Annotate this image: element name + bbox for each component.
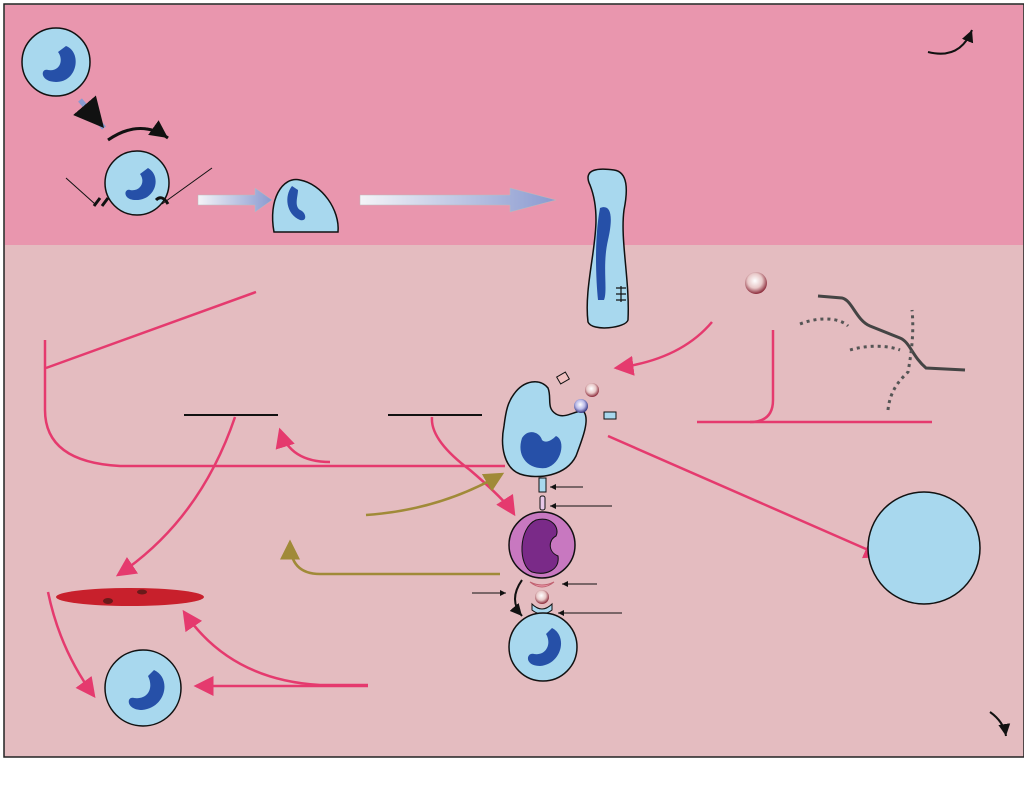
macrophage-cell xyxy=(501,381,587,478)
ldlm-bound-particle xyxy=(574,399,588,413)
th1-cell xyxy=(508,511,576,579)
tnf-to-mcsf-arrow xyxy=(115,416,237,577)
cpa-cell xyxy=(508,612,578,682)
cd4-curved-arrow xyxy=(509,579,523,617)
vla4-pointer xyxy=(161,167,213,205)
cd40l-receptor-icon xyxy=(539,495,546,511)
ldlox-to-cd36-arrow xyxy=(613,321,713,376)
antigen-peptide xyxy=(535,590,549,604)
monocyte-cell xyxy=(21,27,91,97)
macrophage-to-foam-cell-arrow xyxy=(607,434,885,559)
rolling-monocyte-cell xyxy=(104,150,170,216)
ifng-to-macrophage-arrow xyxy=(365,472,505,517)
foam-cell xyxy=(867,491,981,605)
il1b-monocyte-cell xyxy=(104,649,182,727)
adhesion-molecule-pathway xyxy=(43,340,505,468)
cd40-receptor-icon xyxy=(538,477,547,493)
ldlox-bound-particle xyxy=(585,383,599,397)
mcsf-to-monocyte-arrow xyxy=(46,591,96,699)
proteoglycan-solid xyxy=(817,294,966,372)
cd36-receptor-icon xyxy=(555,371,571,385)
diapedesis-monocyte-cell xyxy=(586,168,630,329)
ldlox-particle xyxy=(745,272,767,294)
transmigration-arrow-1 xyxy=(197,187,273,213)
mcp1-smooth-muscle-cell xyxy=(56,588,204,606)
proteoglycan-dotted-1 xyxy=(799,317,850,328)
mhc2-receptor-icon xyxy=(531,602,553,615)
cytokine-feedback-arrow xyxy=(275,427,331,464)
th1-to-il2-arrow xyxy=(280,539,500,576)
vcam1-receptor-icon xyxy=(92,197,110,207)
monocyte-descent-arrow xyxy=(73,95,106,130)
vcam1-pointer xyxy=(65,177,96,205)
endothelial-pointer-icon xyxy=(927,29,974,55)
rolling-arrow-icon xyxy=(107,120,169,142)
vla4-receptor-icon xyxy=(154,196,170,205)
proteoglycan-dotted-3 xyxy=(886,309,915,411)
sra-receptor-icon xyxy=(603,411,617,420)
ccr2-receptor-icon xyxy=(616,286,626,302)
lysopc-to-mcp1-arrow xyxy=(182,609,368,687)
smooth-muscle-pointer-icon xyxy=(989,711,1011,737)
il12-to-th1-arrow xyxy=(430,416,516,517)
selectin-connector xyxy=(45,290,257,370)
tcr-receptor-icon xyxy=(529,581,555,588)
proteoglycan-dotted-2 xyxy=(849,344,901,352)
transmigration-arrow-2 xyxy=(359,187,557,213)
adhering-monocyte-cell xyxy=(271,178,339,233)
